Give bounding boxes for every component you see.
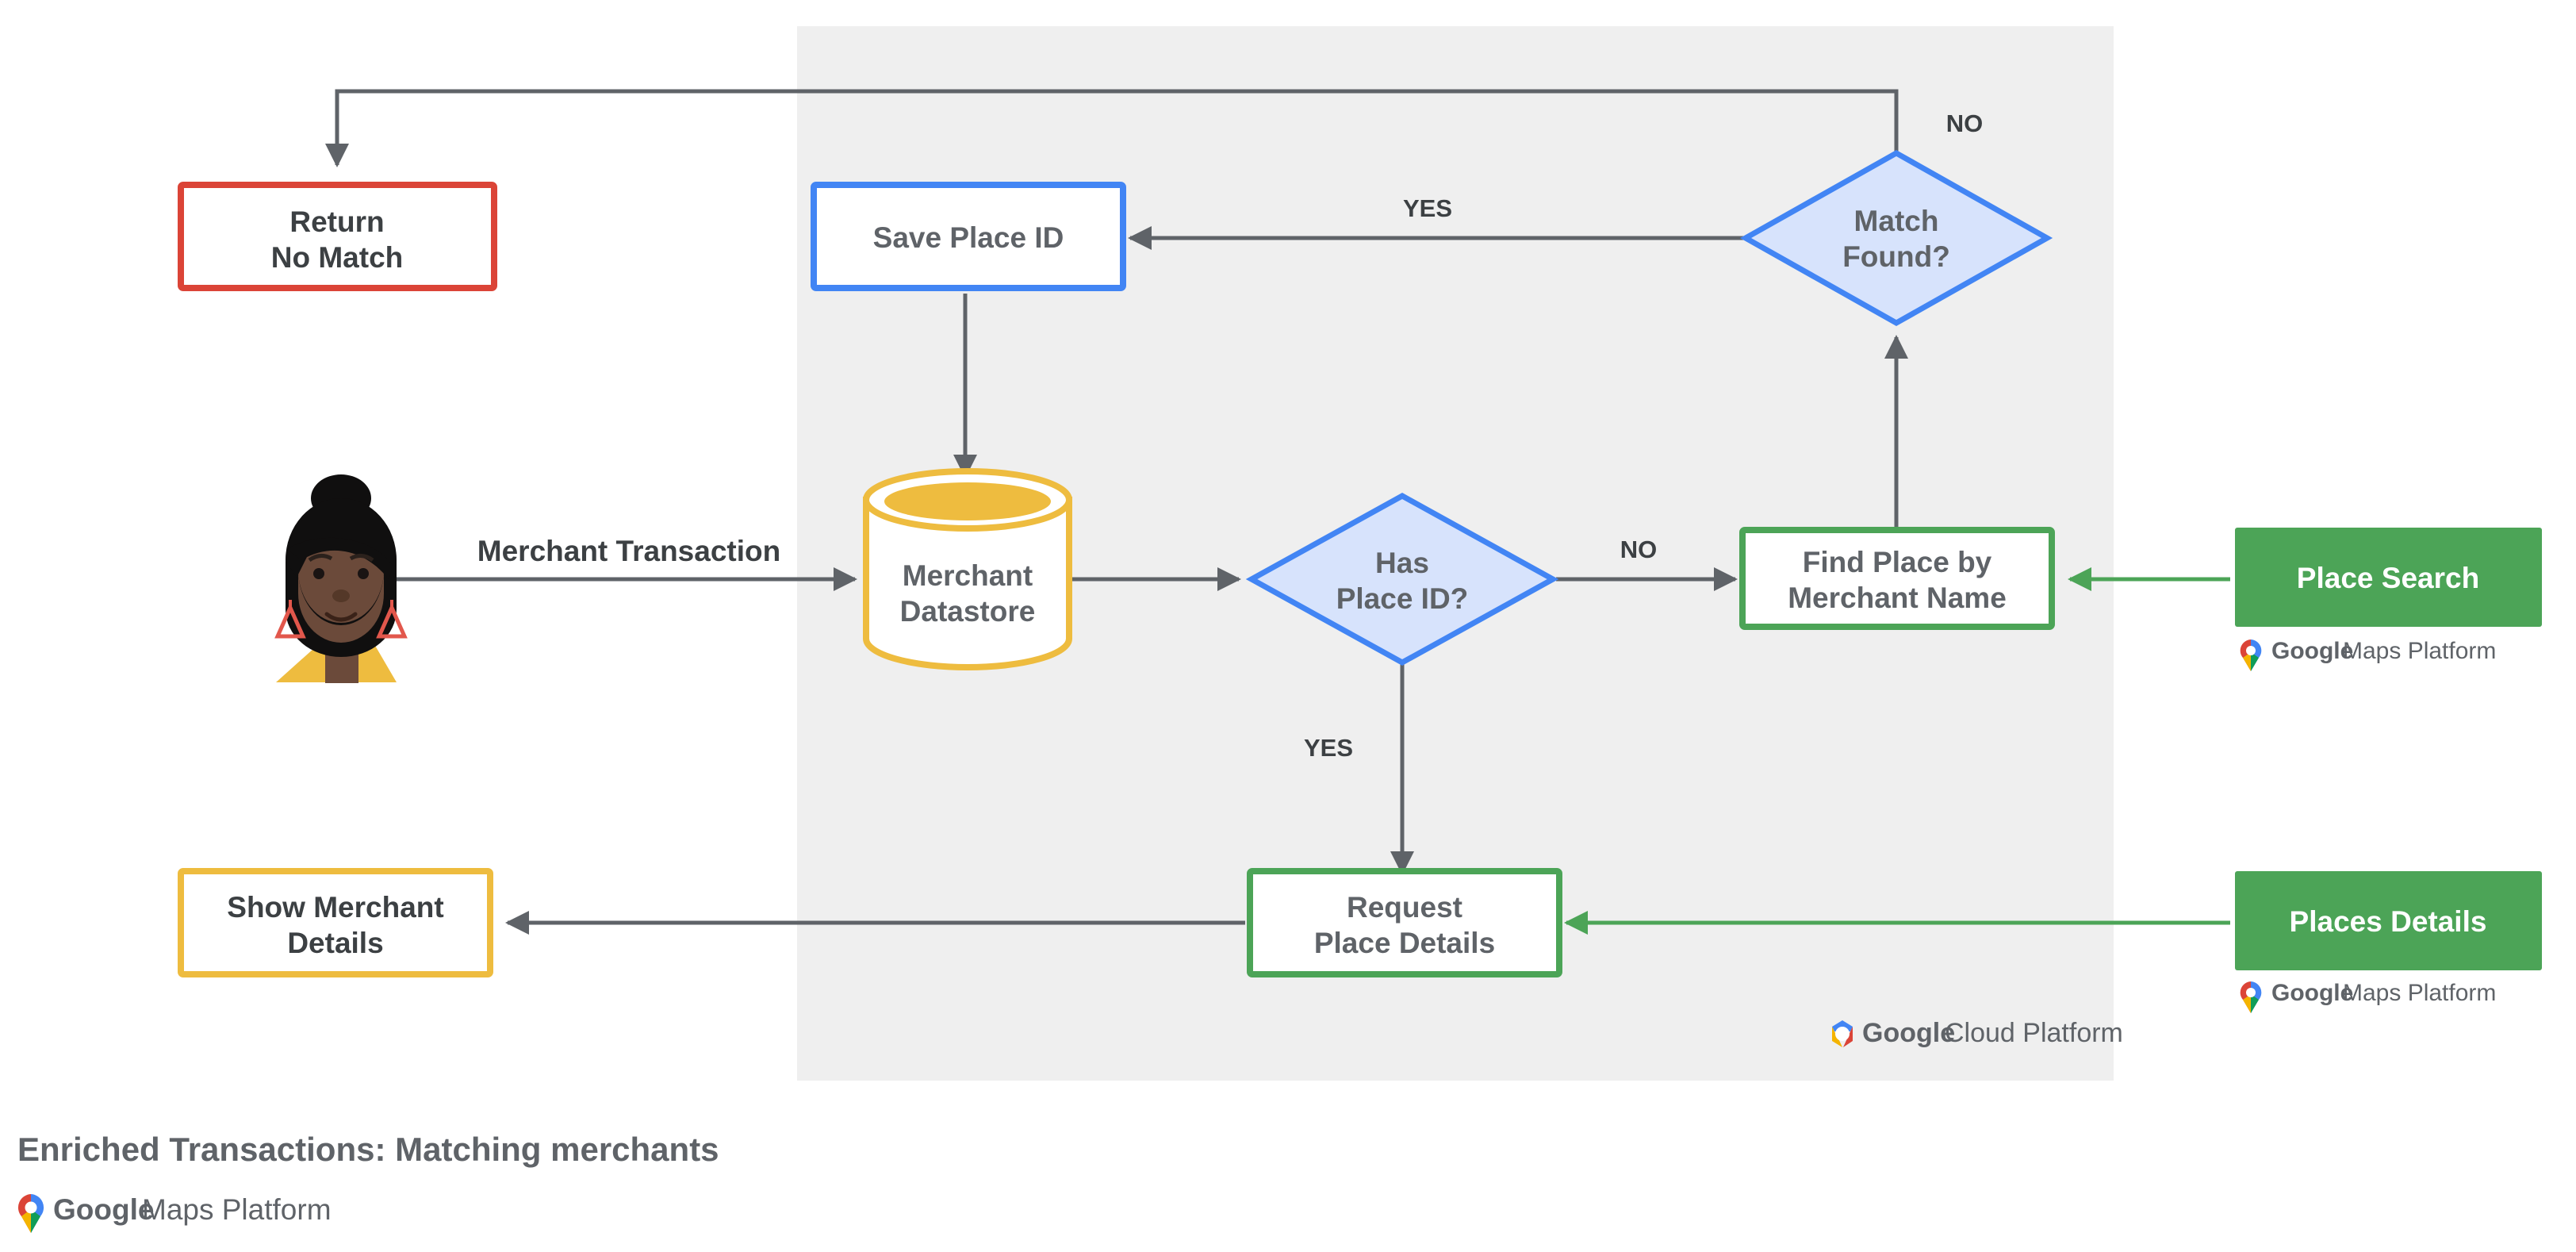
gmp-logo-suffix-text: Maps Platform — [2343, 638, 2496, 664]
avatar-earring-left — [274, 602, 306, 639]
return-no-match-line1: Return — [289, 205, 384, 238]
save-place-id-label: Save Place ID — [873, 221, 1064, 254]
node-request-place-details[interactable]: Request Place Details — [1247, 868, 1562, 977]
node-merchant-datastore[interactable]: Merchant Datastore — [863, 468, 1072, 670]
node-show-merchant-details[interactable]: Show Merchant Details — [178, 868, 493, 977]
find-place-box[interactable] — [1739, 527, 2055, 630]
datastore-body[interactable] — [863, 497, 1072, 670]
footer-gmp-logo: Google Maps Platform — [17, 1193, 332, 1233]
page-title: Enriched Transactions: Matching merchant… — [17, 1131, 719, 1168]
return-no-match-line2: No Match — [271, 241, 404, 274]
avatar-eye-left — [313, 568, 324, 579]
edge-label-no-match: NO — [1946, 109, 1984, 137]
node-has-place-id[interactable]: Has Place ID? — [1245, 493, 1559, 666]
map-pin-icon — [2240, 981, 2262, 1013]
node-place-search[interactable]: Place Search — [2235, 528, 2542, 627]
node-return-no-match[interactable]: Return No Match — [178, 182, 497, 291]
find-place-line2: Merchant Name — [1788, 582, 2007, 614]
find-place-line1: Find Place by — [1803, 546, 1992, 578]
gmp-logo-suffix-text: Maps Platform — [2343, 980, 2496, 1006]
gmp-logo-google-text: Google — [2271, 638, 2353, 664]
node-save-place-id[interactable]: Save Place ID — [811, 182, 1126, 291]
edge-label-yes-place-id: YES — [1304, 734, 1353, 762]
gcp-logo-google-text: Google — [1862, 1018, 1955, 1048]
datastore-line2: Datastore — [900, 595, 1036, 628]
avatar-hair-sweep — [287, 537, 393, 579]
places-details-label: Places Details — [2290, 905, 2487, 938]
edge-label-yes-match: YES — [1403, 194, 1452, 222]
gmp-logo-place-search: Google Maps Platform — [2240, 638, 2496, 671]
edge-label-merchant-transaction: Merchant Transaction — [477, 535, 780, 567]
has-place-id-diamond[interactable] — [1245, 493, 1559, 666]
node-find-place-by-merchant-name[interactable]: Find Place by Merchant Name — [1739, 527, 2055, 630]
show-merchant-details-box[interactable] — [178, 868, 493, 977]
match-found-line1: Match — [1854, 205, 1939, 237]
has-place-id-line2: Place ID? — [1336, 582, 1469, 615]
avatar-eyebrow-left — [308, 554, 333, 563]
datastore-top-fill — [884, 482, 1051, 520]
return-no-match-box[interactable] — [178, 182, 497, 291]
edge-no-match-to-return — [325, 89, 1899, 167]
avatar-eye-right — [358, 568, 369, 579]
map-pin-icon — [17, 1194, 44, 1233]
map-pin-icon — [2240, 639, 2262, 671]
place-search-box[interactable] — [2235, 528, 2542, 627]
gcp-logo-suffix-text: Cloud Platform — [1945, 1018, 2123, 1048]
places-details-box[interactable] — [2235, 871, 2542, 970]
avatar-hair-fringe — [286, 498, 397, 578]
footer-logo-google-text: Google — [53, 1193, 154, 1226]
edge-label-no-place-id: NO — [1620, 536, 1658, 563]
request-place-details-box[interactable] — [1247, 868, 1562, 977]
show-merchant-details-line2: Details — [287, 927, 383, 959]
avatar-nose — [332, 590, 350, 602]
has-place-id-line1: Has — [1375, 547, 1429, 579]
avatar-jaw — [298, 570, 384, 643]
gcp-hexagon-icon — [1832, 1020, 1853, 1047]
show-merchant-details-line1: Show Merchant — [227, 891, 443, 924]
place-search-label: Place Search — [2297, 562, 2479, 594]
save-place-id-box[interactable] — [811, 182, 1126, 291]
avatar-eyebrow-right — [349, 554, 374, 563]
node-match-found[interactable]: Match Found? — [1739, 149, 2053, 327]
match-found-diamond[interactable] — [1739, 149, 2053, 327]
request-place-details-line1: Request — [1347, 891, 1462, 924]
gmp-logo-places-details: Google Maps Platform — [2240, 980, 2496, 1013]
merchant-customer-avatar — [274, 474, 408, 683]
datastore-line1: Merchant — [903, 559, 1033, 592]
avatar-earring-right — [376, 602, 408, 639]
request-place-details-line2: Place Details — [1314, 927, 1495, 959]
match-found-line2: Found? — [1842, 240, 1950, 273]
gmp-logo-google-text: Google — [2271, 980, 2353, 1006]
gcp-logo: Google Cloud Platform — [1832, 1018, 2123, 1048]
footer-logo-suffix-text: Maps Platform — [142, 1193, 332, 1226]
node-places-details[interactable]: Places Details — [2235, 871, 2542, 970]
avatar-mouth — [324, 612, 358, 622]
